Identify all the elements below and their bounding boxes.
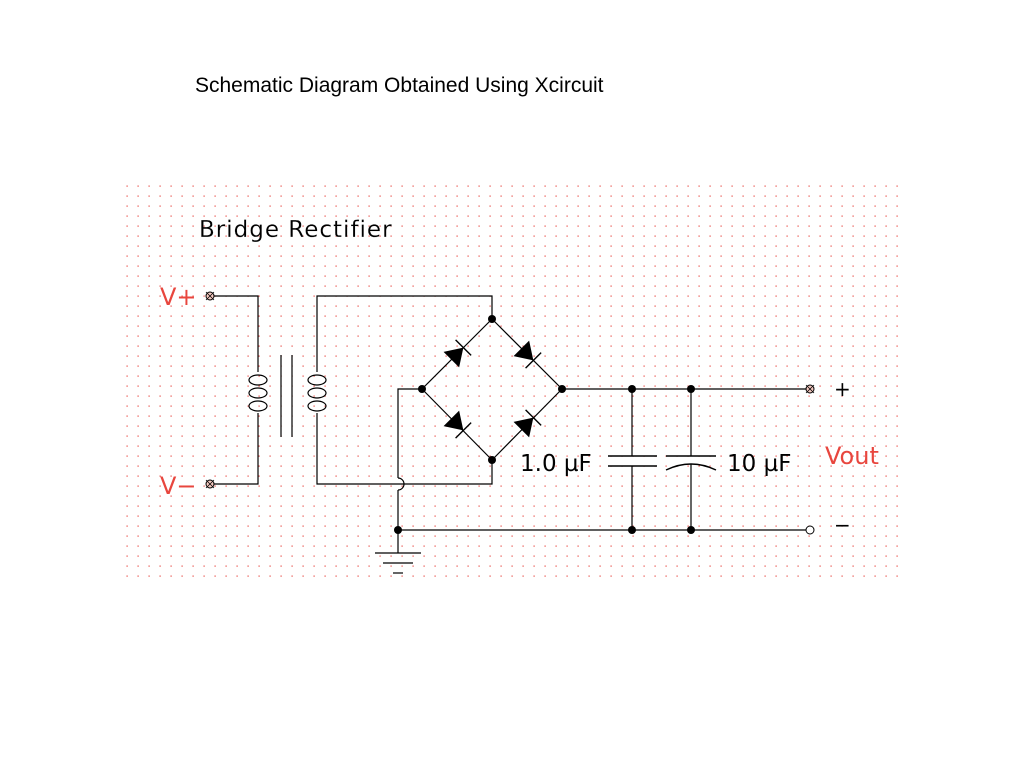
wires: [214, 295, 806, 553]
junction-dot: [558, 385, 566, 393]
diode-upper-right: [513, 340, 542, 369]
output-minus-label: −: [834, 513, 851, 537]
page-title: Schematic Diagram Obtained Using Xcircui…: [195, 74, 604, 97]
diode-upper-left: [443, 339, 472, 368]
output-terminal-minus: [805, 525, 815, 535]
diode-bridge: [421, 318, 563, 461]
ground-icon: [375, 552, 421, 574]
diode-lower-right: [513, 409, 542, 438]
junction-dots: [394, 315, 695, 534]
v-plus-label: V+: [160, 283, 197, 311]
diode-lower-left: [443, 410, 472, 439]
junction-dot: [418, 385, 426, 393]
v-minus-label: V−: [160, 472, 197, 500]
capacitor-1-label: 1.0 µF: [520, 451, 592, 477]
input-terminal-minus: [205, 479, 215, 489]
output-plus-label: +: [834, 377, 851, 401]
schematic-title: Bridge Rectifier: [199, 217, 393, 243]
junction-dot: [488, 456, 496, 464]
junction-dot: [687, 526, 695, 534]
vout-label: Vout: [825, 442, 879, 470]
transformer: [248, 355, 327, 437]
capacitor-2-label: 10 µF: [727, 451, 791, 477]
output-terminal-plus: [805, 384, 815, 394]
capacitor-2: [665, 455, 717, 471]
grid-background: [126, 185, 906, 582]
junction-dot: [394, 526, 402, 534]
junction-dot: [628, 385, 636, 393]
capacitor-1: [608, 455, 657, 467]
input-terminal-plus: [205, 291, 215, 301]
junction-dot: [628, 526, 636, 534]
junction-dot: [488, 315, 496, 323]
junction-dot: [687, 385, 695, 393]
